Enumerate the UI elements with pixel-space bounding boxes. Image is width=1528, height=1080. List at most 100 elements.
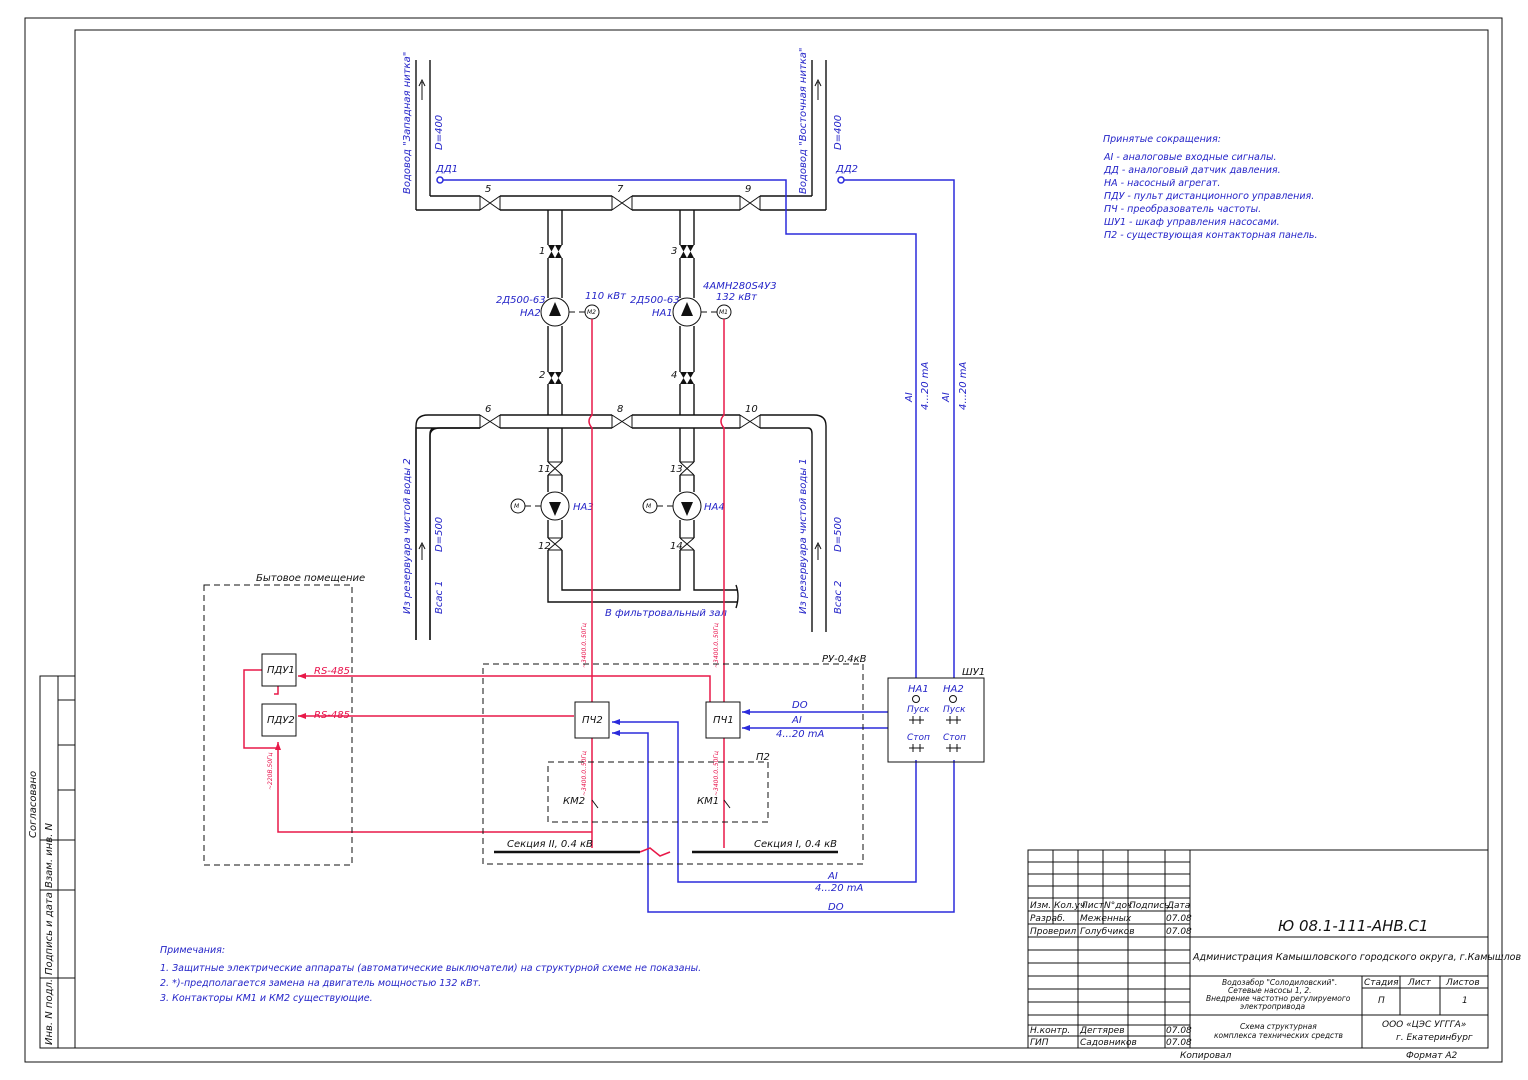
tb-sheets: 1 — [1462, 996, 1468, 1006]
tb-r2-date: 07.08 — [1166, 927, 1192, 937]
pump-na2-label: НА2 — [520, 308, 541, 319]
suction1-label: Всас 1 — [434, 580, 445, 614]
cable-label-1: ~3400.0..50Гц — [581, 623, 588, 668]
pump-na2-model: 2Д500-63 — [496, 295, 546, 306]
motor-na4-label: М — [646, 503, 652, 510]
tb-r4-role: ГИП — [1030, 1038, 1049, 1048]
side-stamp: Согласовано Взам. инв. N Подпись и дата … — [28, 675, 76, 1049]
abbrev-item: НА - насосный агрегат. — [1104, 178, 1220, 189]
room-box — [203, 584, 353, 866]
valve-2: 2 — [539, 370, 545, 381]
stamp-signature: Подпись и дата — [44, 892, 55, 975]
tb-copied: Копировал — [1180, 1051, 1232, 1061]
valve-9: 9 — [745, 184, 751, 195]
east-line-label: Водовод "Восточная нитка" — [798, 47, 809, 194]
pump-na1-power: 132 кВт — [716, 292, 758, 303]
shu-na2-label: НА2 — [943, 684, 964, 695]
km2-label: КМ2 — [563, 796, 585, 807]
abbreviations: Принятые сокращения: AI - аналоговые вхо… — [1103, 134, 1318, 241]
valve-8: 8 — [617, 404, 623, 415]
valve-5: 5 — [485, 184, 491, 195]
tb-r3-name: Дегтярев — [1079, 1026, 1125, 1036]
cable-label-3: ~3400.0..50Гц — [581, 751, 588, 796]
start1-label: Пуск — [907, 705, 930, 715]
valve-11: 11 — [538, 464, 551, 475]
tb-r2-name: Голубчиков — [1080, 927, 1135, 937]
do-label-2: DO — [828, 902, 844, 913]
valves — [479, 195, 761, 551]
pumps: М2 М1 М М 2Д500-63 НА2 2Д500-63 НА1 110 … — [496, 281, 777, 521]
notes-title: Примечания: — [160, 945, 225, 956]
tb-company-1: ООО «ЦЭС УГГГА» — [1382, 1020, 1466, 1030]
lamp1-icon — [912, 695, 920, 703]
ru-box — [482, 663, 864, 865]
pump-na2-power: 110 кВт — [585, 291, 627, 302]
reservoir2-label: Из резервуара чистой воды 2 — [402, 458, 413, 614]
section1-label: Секция I, 0.4 кВ — [754, 839, 837, 850]
pdu2-box — [261, 703, 297, 737]
shu-na1-label: НА1 — [908, 684, 929, 695]
power-lines: RS-485 RS-485 ~3400.0..50Гц ~3400.0..50Г… — [243, 319, 725, 857]
note-item: 2. *)-предполагается замена на двигатель… — [160, 978, 481, 989]
tb-h-sign: Подпись — [1129, 901, 1169, 911]
stamp-agreed: Согласовано — [28, 771, 39, 838]
tb-project-2: Сетевые насосы 1, 2. — [1228, 986, 1312, 995]
sensor2-icon — [837, 176, 845, 184]
pump-na1-label: НА1 — [652, 308, 673, 319]
motor-m1-label: М1 — [719, 309, 728, 316]
ai-label-3: AI — [791, 715, 802, 726]
tb-company-2: г. Екатеринбург — [1396, 1033, 1473, 1043]
west-line-label: Водовод "Западная нитка" — [402, 52, 413, 194]
ma-label-1: 4...20 mA — [920, 361, 931, 410]
abbrev-item: AI - аналоговые входные сигналы. — [1103, 152, 1276, 163]
tb-sheet-h: Лист — [1407, 978, 1432, 988]
ai-label-1: AI — [904, 392, 915, 403]
section2-label: Секция II, 0.4 кВ — [507, 839, 593, 850]
pch1-box — [705, 701, 741, 739]
title-block: Изм. Кол.уч Лист N°док Подпись Дата Разр… — [1027, 849, 1521, 1061]
tb-sheets-h: Листов — [1445, 978, 1480, 988]
tb-r4-date: 07.08 — [1166, 1038, 1192, 1048]
pdu2-label: ПДУ2 — [267, 715, 295, 726]
ma-label-2: 4...20 mA — [958, 361, 969, 410]
start2-label: Пуск — [943, 705, 966, 715]
tb-project-3: Внедрение частотно регулируемого — [1206, 994, 1351, 1003]
abbrev-item: ДД - аналоговый датчик давления. — [1103, 165, 1281, 176]
pch1-label: ПЧ1 — [713, 715, 734, 726]
km1-label: КМ1 — [697, 796, 719, 807]
tb-project-4: электропривода — [1240, 1002, 1306, 1011]
valve-6: 6 — [485, 404, 491, 415]
west-d500: D=500 — [434, 517, 445, 552]
pdu1-box — [261, 653, 297, 687]
east-d400: D=400 — [833, 115, 844, 150]
tb-format: Формат А2 — [1406, 1051, 1458, 1061]
note-item: 3. Контакторы КМ1 и КМ2 существующие. — [160, 993, 373, 1004]
rs485-label-1: RS-485 — [314, 666, 350, 677]
west-d400: D=400 — [434, 115, 445, 150]
sensor2-label: ДД2 — [835, 164, 858, 175]
lamp2-icon — [949, 695, 957, 703]
pump-na4-label: НА4 — [704, 502, 725, 513]
tb-r2-role: Проверил — [1030, 927, 1076, 937]
valve-13: 13 — [670, 464, 683, 475]
tb-scheme-2: комплекса технических средств — [1214, 1031, 1343, 1040]
pump-na1-model: 2Д500-63 — [630, 295, 680, 306]
tb-h-koluch: Кол.уч — [1054, 901, 1085, 911]
tb-h-izm: Изм. — [1030, 901, 1051, 911]
rs485-label-2: RS-485 — [314, 710, 350, 721]
valve-1: 1 — [539, 246, 545, 257]
abbrev-title: Принятые сокращения: — [1103, 134, 1221, 145]
tb-org: Администрация Камышловского городского о… — [1192, 952, 1521, 963]
tb-r3-date: 07.08 — [1166, 1026, 1192, 1036]
pch2-label: ПЧ2 — [582, 715, 603, 726]
abbrev-item: ПДУ - пульт дистанционного управления. — [1104, 191, 1314, 202]
abbrev-item: П2 - существующая контакторная панель. — [1104, 230, 1318, 241]
valve-10: 10 — [745, 404, 758, 415]
cable-label-2: ~3400.0..50Гц — [713, 623, 720, 668]
sensor1-label: ДД1 — [435, 164, 458, 175]
suction2-label: Всас 2 — [833, 580, 844, 614]
stop2-label: Стоп — [943, 733, 966, 743]
pump-na3-label: НА3 — [573, 502, 594, 513]
valve-numbers: 1 2 3 4 5 6 7 8 9 10 11 12 13 14 — [485, 184, 758, 552]
